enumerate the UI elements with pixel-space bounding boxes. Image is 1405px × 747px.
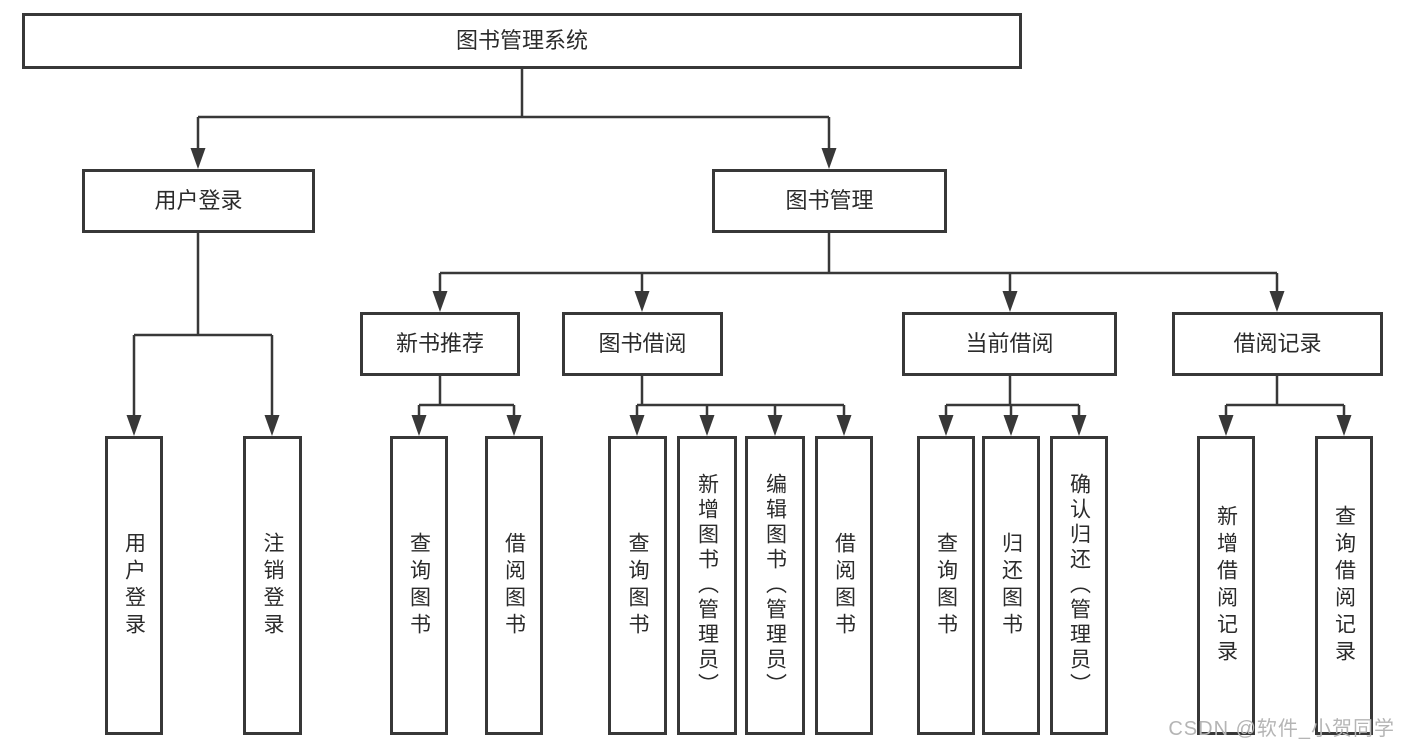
node-root-system: 图书管理系统 xyxy=(22,13,1022,69)
leaf-borrow-books: 借阅图书 xyxy=(815,436,873,735)
watermark: CSDN @软件_小贺同学 xyxy=(1168,718,1395,740)
leaf-user-login: 用户登录 xyxy=(105,436,163,735)
leaf-borrow-books-label: 借阅图书 xyxy=(832,531,856,640)
arrowhead xyxy=(1218,415,1234,436)
arrowhead xyxy=(821,148,837,169)
arrowhead xyxy=(1002,291,1018,312)
arrowhead xyxy=(1071,415,1087,436)
node-root-system-label: 图书管理系统 xyxy=(455,28,588,53)
leaf-logout: 注销登录 xyxy=(243,436,302,735)
leaf-add-borrow-record-label: 新增借阅记录 xyxy=(1214,504,1238,667)
node-current-borrow-label: 当前借阅 xyxy=(965,331,1054,356)
node-book-borrow-label: 图书借阅 xyxy=(598,331,687,356)
arrowhead xyxy=(634,291,650,312)
leaf-newbook-borrow-books: 借阅图书 xyxy=(485,436,543,735)
connector-borrow-record xyxy=(1224,376,1346,417)
leaf-user-login-label: 用户登录 xyxy=(122,531,146,640)
arrowhead xyxy=(506,415,522,436)
arrowhead xyxy=(411,415,427,436)
leaf-current-query-books: 查询图书 xyxy=(917,436,975,735)
arrowhead xyxy=(126,415,142,436)
leaf-borrow-query-books-label: 查询图书 xyxy=(626,531,649,640)
connector-current-borrow xyxy=(944,376,1081,417)
arrowhead xyxy=(190,148,206,169)
leaf-query-borrow-record: 查询借阅记录 xyxy=(1315,436,1373,735)
arrowhead xyxy=(1269,291,1285,312)
leaf-newbook-query-books-label: 查询图书 xyxy=(407,531,431,640)
connector-new-book xyxy=(417,376,516,417)
node-borrow-record-label: 借阅记录 xyxy=(1233,331,1322,356)
leaf-confirm-return-admin-label: 确认归还（管理员） xyxy=(1067,473,1091,698)
leaf-edit-books-admin-label: 编辑图书（管理员） xyxy=(763,473,787,698)
leaf-add-books-admin-label: 新增图书（管理员） xyxy=(695,473,719,698)
leaf-current-query-books-label: 查询图书 xyxy=(934,531,958,640)
arrowhead xyxy=(432,291,448,312)
connector-user-login xyxy=(132,233,274,417)
leaf-query-borrow-record-label: 查询借阅记录 xyxy=(1332,504,1356,667)
connector-book-borrow xyxy=(635,376,846,417)
node-book-management: 图书管理 xyxy=(712,169,947,233)
arrowheads xyxy=(126,148,1352,436)
node-user-login-label: 用户登录 xyxy=(154,188,243,213)
node-new-book-recommend-label: 新书推荐 xyxy=(395,331,484,356)
node-book-borrow: 图书借阅 xyxy=(562,312,723,376)
leaf-edit-books-admin: 编辑图书（管理员） xyxy=(745,436,805,735)
node-borrow-record: 借阅记录 xyxy=(1172,312,1383,376)
arrowhead xyxy=(1003,415,1019,436)
leaf-confirm-return-admin: 确认归还（管理员） xyxy=(1050,436,1108,735)
arrowhead xyxy=(699,415,715,436)
leaf-newbook-borrow-books-label: 借阅图书 xyxy=(502,531,526,640)
arrowhead xyxy=(836,415,852,436)
node-new-book-recommend: 新书推荐 xyxy=(360,312,520,376)
node-book-management-label: 图书管理 xyxy=(785,188,874,213)
arrowhead xyxy=(938,415,954,436)
arrowhead xyxy=(629,415,645,436)
arrowhead xyxy=(1336,415,1352,436)
leaf-add-books-admin: 新增图书（管理员） xyxy=(677,436,737,735)
leaf-logout-label: 注销登录 xyxy=(261,531,284,640)
arrowhead xyxy=(264,415,280,436)
node-user-login: 用户登录 xyxy=(82,169,315,233)
connector-root xyxy=(196,69,831,150)
leaf-return-books: 归还图书 xyxy=(982,436,1040,735)
arrowhead xyxy=(767,415,783,436)
leaf-borrow-query-books: 查询图书 xyxy=(608,436,667,735)
leaf-return-books-label: 归还图书 xyxy=(999,531,1023,640)
leaf-newbook-query-books: 查询图书 xyxy=(390,436,448,735)
connector-book-management xyxy=(438,233,1279,293)
leaf-add-borrow-record: 新增借阅记录 xyxy=(1197,436,1255,735)
node-current-borrow: 当前借阅 xyxy=(902,312,1117,376)
